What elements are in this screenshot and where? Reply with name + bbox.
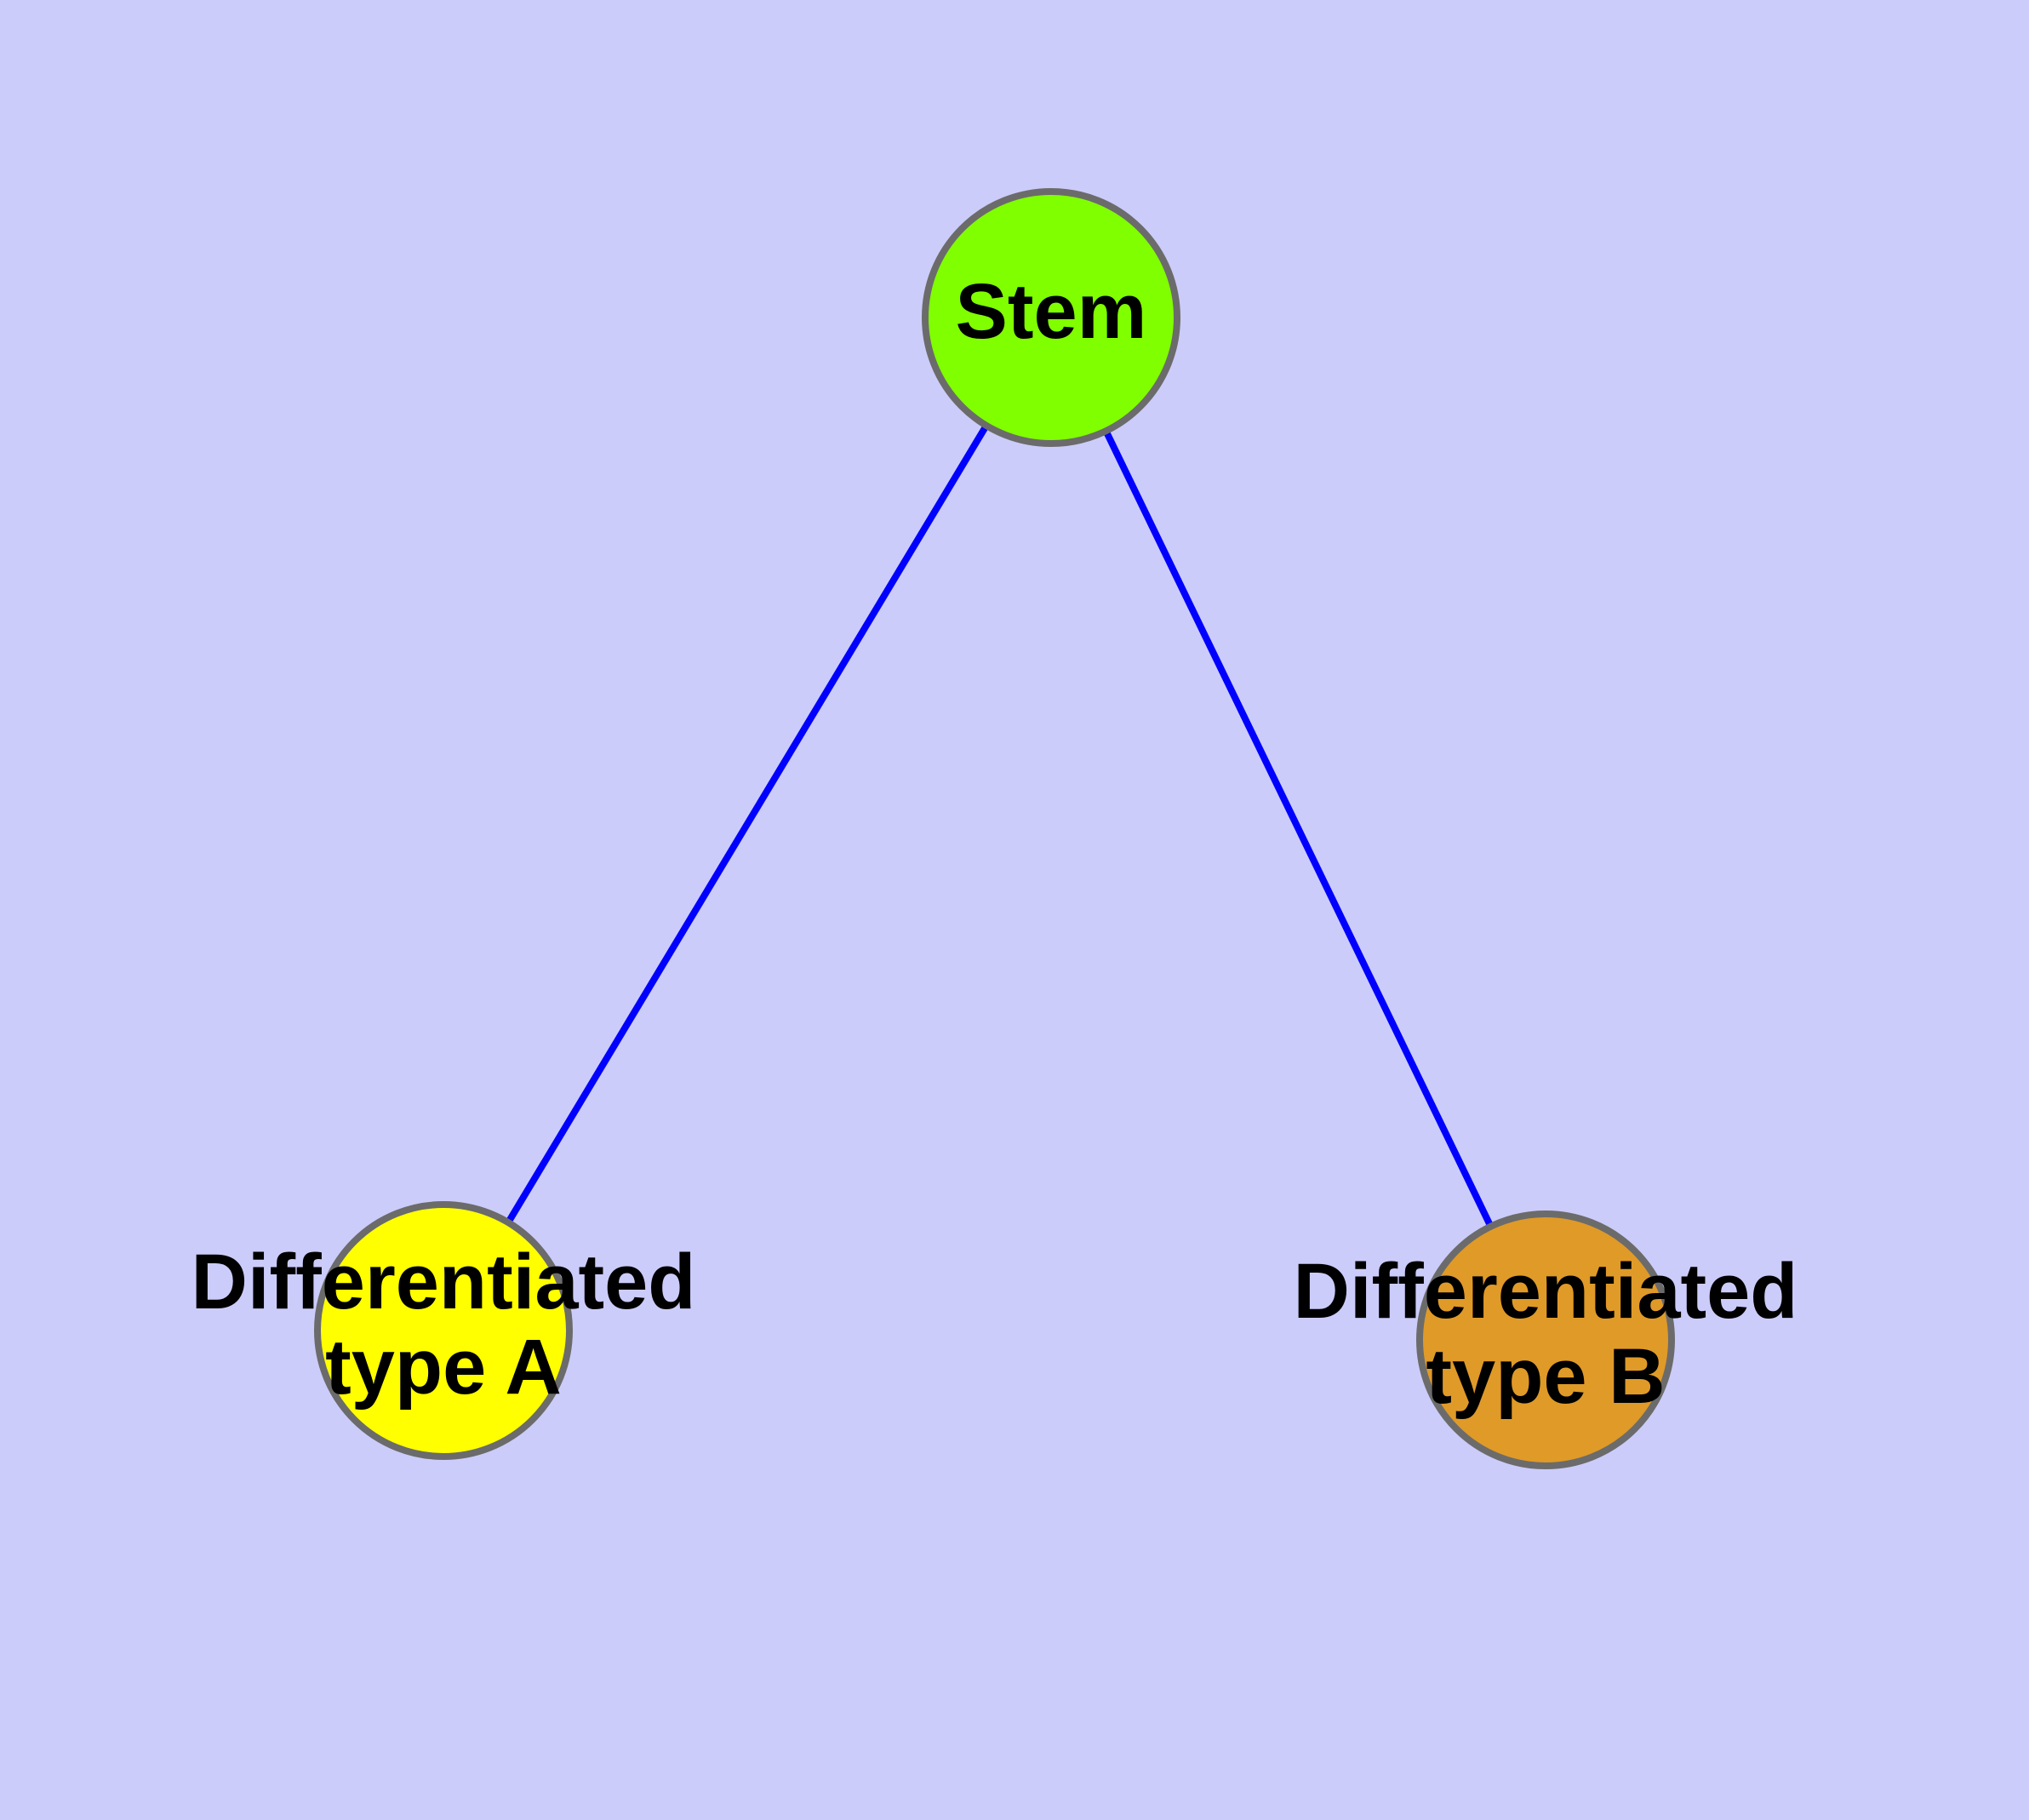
node-diff_a[interactable] xyxy=(314,1201,573,1460)
node-label-line: Differentiated xyxy=(191,1239,696,1325)
edge-stem-diff-a xyxy=(505,423,990,1225)
edge-stem-diff-b xyxy=(1102,429,1495,1228)
edges-group xyxy=(505,423,1495,1228)
node-label-line: type B xyxy=(1426,1333,1665,1420)
node-label-line: type A xyxy=(325,1324,562,1411)
node-label-line: Stem xyxy=(956,268,1147,355)
node-label-stem: Stem xyxy=(956,268,1147,355)
node-label-line: Differentiated xyxy=(1294,1248,1798,1335)
node-diff_b[interactable] xyxy=(1416,1210,1675,1469)
node-stem[interactable] xyxy=(922,188,1180,447)
nodes-group xyxy=(314,188,1675,1469)
